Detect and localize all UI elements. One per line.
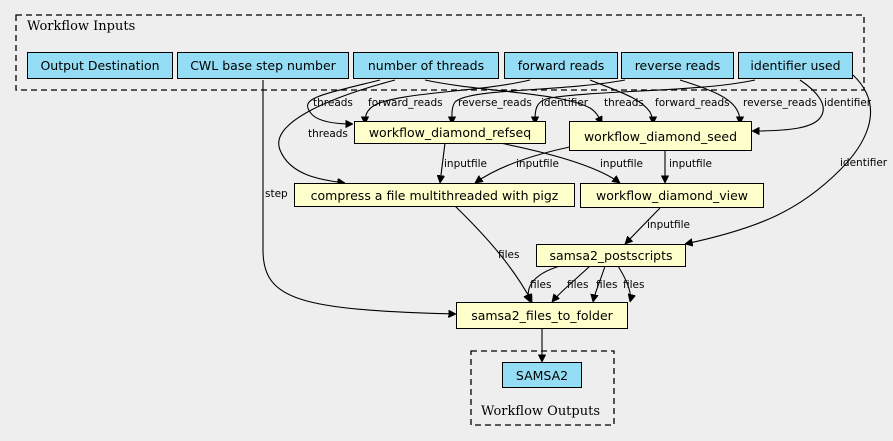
- step-compress-pigz[interactable]: compress a file multithreaded with pigz: [294, 183, 575, 207]
- edge-label-inputfile-seed-pigz: inputfile: [516, 158, 559, 170]
- edge-label-inputfile-seed-view: inputfile: [669, 158, 712, 170]
- edge-identifier-seed: [752, 79, 824, 131]
- edge-reverse-refseq: [452, 79, 626, 124]
- edge-label-threads-seed: threads: [604, 97, 644, 109]
- edge-identifier-postscripts: [685, 74, 872, 244]
- edge-label-identifier-seed: identifier: [824, 97, 872, 109]
- edge-label-forward-seed: forward_reads: [655, 97, 730, 109]
- edge-refseq-view: [499, 142, 620, 183]
- edge-label-reverse-refseq: reverse_reads: [458, 97, 532, 109]
- edge-post-files-1: [528, 265, 561, 302]
- edge-view-postscripts: [625, 207, 661, 244]
- step-workflow-diamond-seed[interactable]: workflow_diamond_seed: [569, 121, 752, 151]
- edge-label-threads-pigz: threads: [308, 128, 348, 140]
- edge-label-inputfile-view-post: inputfile: [647, 219, 690, 231]
- edge-label-files-1: files: [530, 279, 552, 291]
- step-samsa2-postscripts[interactable]: samsa2_postscripts: [536, 244, 686, 267]
- edge-label-inputfile-refseq-view: inputfile: [600, 158, 643, 170]
- edge-label-step: step: [265, 188, 288, 200]
- workflow-inputs-cluster: [15, 14, 865, 91]
- edge-label-identifier-refseq: identifier: [541, 97, 589, 109]
- edge-forward-refseq: [365, 79, 531, 124]
- edge-threads-seed: [424, 79, 603, 124]
- edge-step-files-to-folder: [262, 80, 456, 314]
- edge-post-files-4: [617, 265, 631, 302]
- edge-label-files-3: files: [596, 279, 618, 291]
- output-samsa2[interactable]: SAMSA2: [502, 362, 582, 388]
- edge-post-files-2: [552, 265, 591, 302]
- edge-forward-seed: [589, 79, 653, 125]
- edge-threads-refseq: [307, 79, 381, 124]
- edge-pigz-files-to-folder: [454, 205, 533, 302]
- step-samsa2-files-to-folder[interactable]: samsa2_files_to_folder: [456, 302, 628, 329]
- step-workflow-diamond-refseq[interactable]: workflow_diamond_refseq: [354, 121, 546, 144]
- input-cwl-base-step-number[interactable]: CWL base step number: [177, 52, 349, 79]
- input-number-of-threads[interactable]: number of threads: [353, 52, 499, 79]
- input-output-destination[interactable]: Output Destination: [27, 52, 173, 79]
- edge-label-reverse-seed: reverse_reads: [743, 97, 817, 109]
- edge-refseq-pigz: [440, 142, 446, 183]
- step-workflow-diamond-view[interactable]: workflow_diamond_view: [580, 183, 764, 208]
- edge-threads-pigz: [278, 79, 396, 183]
- edge-identifier-refseq: [535, 79, 756, 124]
- input-reverse-reads[interactable]: reverse reads: [621, 52, 734, 79]
- edge-label-identifier-postscripts: identifier: [840, 157, 888, 169]
- input-forward-reads[interactable]: forward reads: [504, 52, 618, 79]
- edge-post-files-3: [593, 265, 606, 302]
- edge-label-inputfile-refseq-pigz: inputfile: [444, 158, 487, 170]
- edge-label-files-2: files: [567, 279, 589, 291]
- edge-label-threads-refseq: threads: [313, 97, 353, 109]
- edge-label-forward-refseq: forward_reads: [368, 97, 443, 109]
- workflow-outputs-label: Workflow Outputs: [481, 404, 600, 419]
- input-identifier-used[interactable]: identifier used: [738, 52, 853, 79]
- edge-label-files-pigz: files: [498, 249, 520, 261]
- workflow-inputs-label: Workflow Inputs: [27, 19, 136, 34]
- edge-reverse-seed: [679, 79, 740, 124]
- edge-label-files-4: files: [623, 279, 645, 291]
